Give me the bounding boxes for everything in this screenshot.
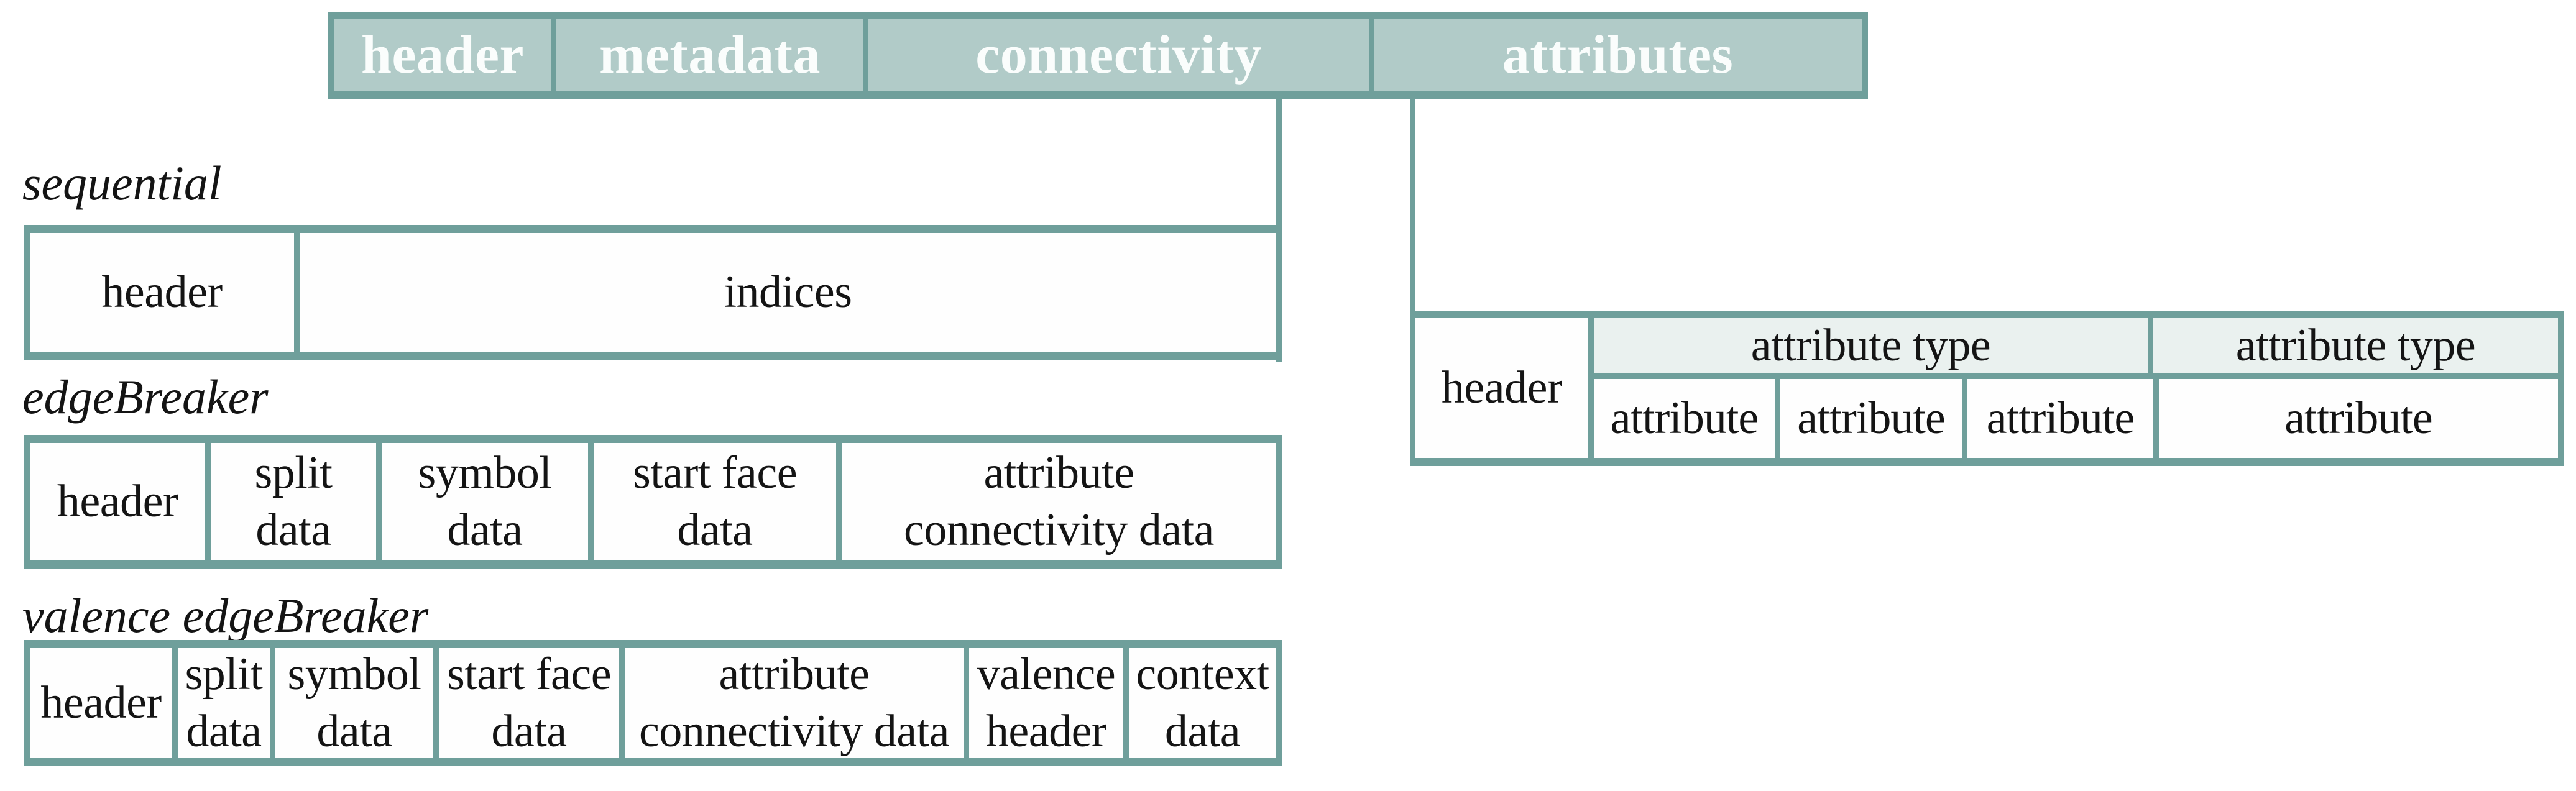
attribute-cell-3: attribute [1967,379,2159,458]
valence-cell-attribute-connectivity-data: attribute connectivity data [625,648,969,758]
section-label-valence-edgebreaker: valence edgeBreaker [22,588,429,642]
attribute-cell-2: attribute [1780,379,1967,458]
edgebreaker-cell-split-data: split data [211,443,382,560]
valence-cell-split-data: split data [178,648,275,758]
edgebreaker-strip: header split data symbol data start face… [24,435,1282,569]
sequential-cell-header: header [30,233,300,352]
valence-edgebreaker-strip: header split data symbol data start face… [24,640,1282,766]
valence-cell-symbol-data: symbol data [275,648,439,758]
edgebreaker-cell-attribute-connectivity-data: attribute connectivity data [903,447,1215,556]
bar-cell-connectivity: connectivity [868,19,1374,91]
sequential-strip: header indices [24,225,1282,360]
edgebreaker-cell-header: header [30,443,211,560]
format-bar: header metadata connectivity attributes [328,12,1868,99]
bar-cell-attributes: attributes [1502,24,1734,85]
bar-cell-metadata: metadata [556,19,868,91]
attribute-value-row: attribute attribute attribute attribute [1594,379,2558,458]
section-label-sequential: sequential [22,156,222,210]
edgebreaker-cell-start-face-data: start face data [594,443,842,560]
attribute-cell-4: attribute [2284,393,2433,444]
sequential-cell-indices: indices [724,267,852,318]
attributes-table-body: attribute type attribute type attribute … [1594,318,2558,458]
valence-cell-start-face-data: start face data [439,648,625,758]
attribute-type-row: attribute type attribute type [1594,318,2558,379]
attributes-table-header-cell: header [1415,318,1594,458]
valence-cell-valence-header: valence header [969,648,1129,758]
attributes-drop-line [1410,98,1415,315]
bar-cell-header: header [334,19,556,91]
attribute-cell-1: attribute [1594,379,1780,458]
attributes-table: header attribute type attribute type att… [1410,311,2564,466]
valence-cell-header: header [30,648,178,758]
edgebreaker-cell-symbol-data: symbol data [382,443,594,560]
attribute-type-cell-2: attribute type [2153,318,2558,373]
attribute-type-cell-1: attribute type [1594,318,2153,373]
valence-cell-context-data: context data [1136,648,1269,757]
section-label-edgebreaker: edgeBreaker [22,370,269,424]
